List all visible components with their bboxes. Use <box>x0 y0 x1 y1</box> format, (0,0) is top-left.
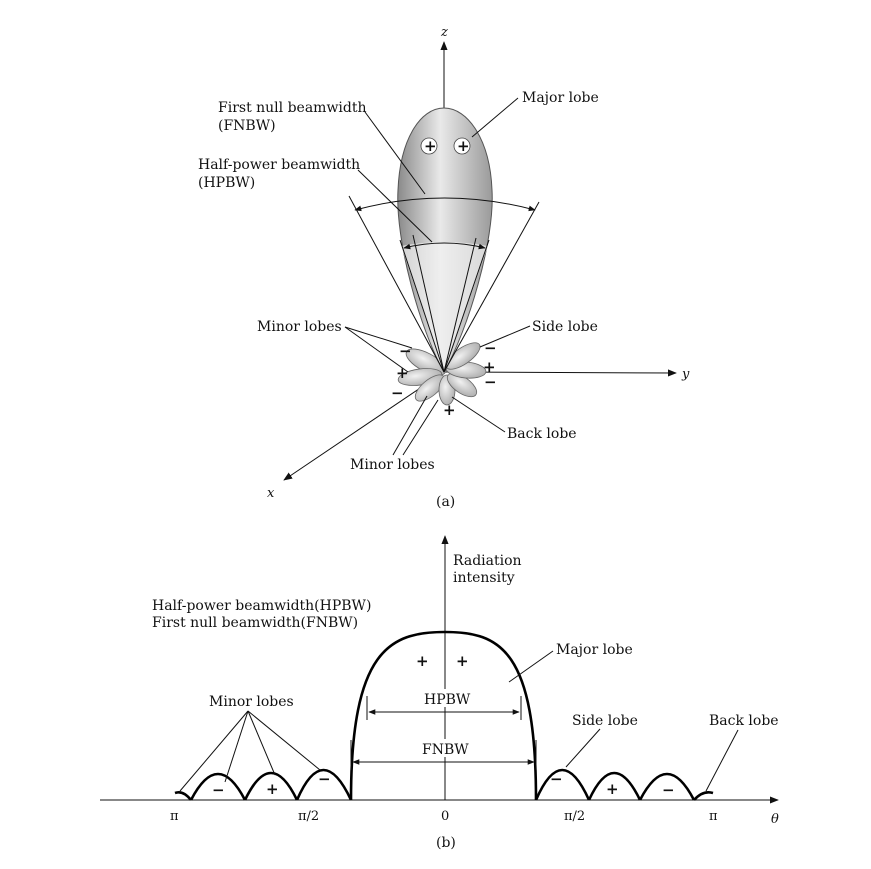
petal-sign: + <box>443 401 456 419</box>
petal-sign: + <box>483 358 496 376</box>
side-lobe-label: Side lobe <box>572 713 638 729</box>
lobe-sign: − <box>212 781 225 799</box>
lobe-sign: − <box>550 770 563 788</box>
side-lobe-leader <box>479 325 531 348</box>
major-sign-right: + <box>456 652 469 670</box>
sign-circle <box>420 137 438 155</box>
lobe-sign: + <box>606 780 619 798</box>
beam-cone <box>401 242 488 372</box>
hpbw-edge-right <box>443 239 490 373</box>
theta-label: θ <box>771 812 779 827</box>
minor-lobe-curve <box>189 772 247 801</box>
back-lobe-leader <box>705 729 739 792</box>
hpbw-label: HPBW <box>424 692 471 708</box>
side-lobe-leader <box>565 728 601 768</box>
hpbw-edge-left <box>399 239 445 373</box>
fnbw-label-bg <box>418 739 472 757</box>
legend-hpbw: Half-power beamwidth(HPBW) <box>152 598 371 614</box>
back-lobe-curve <box>693 791 714 801</box>
petal-sign: − <box>484 339 497 357</box>
lobe-sign: − <box>318 770 331 788</box>
minor-lobes-leader <box>247 710 276 776</box>
minor-lobe-curve <box>243 771 299 801</box>
minor-lobes-leader <box>179 710 249 792</box>
major-lobe-shape <box>397 107 493 374</box>
major-lobe-curve <box>349 630 538 801</box>
lobe-sign: + <box>266 780 279 798</box>
minor-lobe-curve <box>295 768 353 801</box>
minor-lobes-label-top: Minor lobes <box>257 319 342 335</box>
tick-zero: 0 <box>441 809 449 824</box>
major-lobe-sign-right: + <box>457 137 470 155</box>
minor-lobes-leader <box>392 395 428 456</box>
major-lobe-label: Major lobe <box>556 642 633 658</box>
minor-lobes-label-bottom: Minor lobes <box>350 457 435 473</box>
tick-neg-half-pi: π/2 <box>298 809 319 824</box>
major-lobe-label: Major lobe <box>522 90 599 106</box>
hpbw-abbrev: (HPBW) <box>198 175 255 191</box>
hpbw-leader <box>357 169 433 243</box>
caption-a: (a) <box>436 494 455 510</box>
minor-lobe-curve <box>587 771 642 801</box>
beam-line <box>412 234 445 373</box>
petal-sign: − <box>391 384 404 402</box>
legend-fnbw: First null beamwidth(FNBW) <box>152 615 358 631</box>
minor-lobe-petals <box>397 342 487 406</box>
lobe-sign: − <box>662 781 675 799</box>
minor-lobes-leader <box>344 326 413 349</box>
fnbw-label: FNBW <box>422 742 469 758</box>
tick-pi: π <box>709 809 718 824</box>
back-lobe-label: Back lobe <box>709 713 779 729</box>
petal-sign: − <box>484 373 497 391</box>
minor-lobes-leader <box>402 399 439 456</box>
sign-circle <box>453 137 471 155</box>
fnbw-abbrev: (FNBW) <box>218 118 276 134</box>
major-lobe-leader <box>471 97 519 138</box>
side-lobe-curve <box>534 768 591 801</box>
tick-neg-pi: π <box>170 809 179 824</box>
fnbw-label: First null beamwidth <box>218 100 367 116</box>
part-b-rectangular-pattern: HPBW FNBW + + − + − − + − Radiation inte… <box>100 535 779 851</box>
side-lobe-label: Side lobe <box>532 319 598 335</box>
major-lobe-leader <box>508 650 554 683</box>
minor-lobes-label: Minor lobes <box>209 694 294 710</box>
hpbw-label-bg <box>420 689 470 707</box>
major-sign-left: + <box>416 652 429 670</box>
minor-lobe-curve <box>174 791 193 801</box>
part-a-3d-pattern: z y x + + − <box>198 25 690 510</box>
fnbw-edge-right <box>443 201 540 373</box>
x-axis-label: x <box>267 486 275 501</box>
back-lobe-label: Back lobe <box>507 426 577 442</box>
tick-half-pi: π/2 <box>564 809 585 824</box>
hpbw-arc <box>403 242 486 250</box>
minor-lobe-curve <box>638 772 696 801</box>
ylabel-line1: Radiation <box>453 553 522 569</box>
minor-lobes-leader <box>344 326 409 373</box>
minor-lobes-leader <box>224 710 249 783</box>
caption-b: (b) <box>436 835 456 851</box>
ylabel-line2: intensity <box>453 570 515 586</box>
hpbw-label: Half-power beamwidth <box>198 157 360 173</box>
fnbw-edge-left <box>348 195 445 373</box>
beam-line <box>443 237 477 373</box>
petal-sign: + <box>396 364 409 382</box>
y-axis-label: y <box>681 367 690 382</box>
back-lobe-leader <box>451 396 506 433</box>
minor-lobes-leader <box>247 710 321 771</box>
fnbw-leader <box>364 111 426 195</box>
major-lobe-sign-left: + <box>424 137 437 155</box>
z-axis-label: z <box>440 25 448 40</box>
fnbw-arc <box>354 197 536 212</box>
